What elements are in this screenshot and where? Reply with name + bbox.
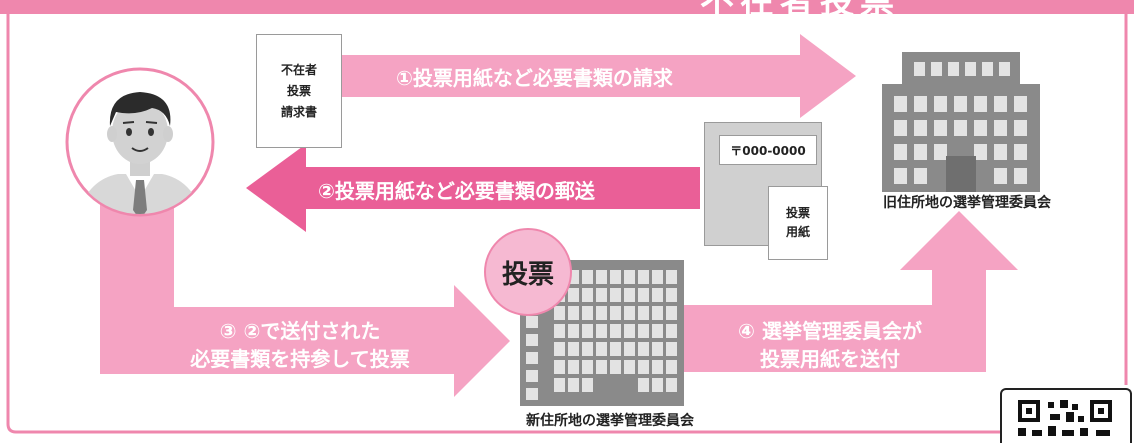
step4-line: ④ 選挙管理委員会が: [738, 319, 922, 343]
ballot-paper: 投票 用紙: [768, 186, 828, 260]
step4-arrow: [684, 211, 1018, 372]
ballot-line: 用紙: [785, 225, 810, 239]
step2-label: ②投票用紙など必要書類の郵送: [318, 179, 595, 203]
qr-code-icon[interactable]: [1000, 388, 1132, 443]
absentee-request-form: 不在者 投票 請求書: [256, 34, 342, 148]
ballot-line: 投票: [785, 206, 810, 220]
form-line: 不在者: [280, 62, 317, 77]
step2-arrow: [246, 144, 700, 232]
step1-arrow: [340, 34, 856, 118]
vote-badge: 投票: [484, 228, 572, 316]
old-office-label: 旧住所地の選挙管理委員会: [883, 195, 1051, 211]
office-building-icon: [882, 52, 1040, 192]
postal-code: 〒000-0000: [730, 143, 806, 158]
new-office-label: 新住所地の選挙管理委員会: [526, 413, 694, 429]
step3-arrow: [100, 196, 510, 397]
form-line: 投票: [286, 83, 311, 98]
step3-line: ③ ②で送付された: [219, 319, 381, 343]
form-line: 請求書: [280, 104, 317, 119]
step4-label: ④ 選挙管理委員会が 投票用紙を送付: [700, 317, 960, 373]
step4-line: 投票用紙を送付: [760, 347, 900, 371]
step3-label: ③ ②で送付された 必要書類を持参して投票: [150, 317, 450, 373]
address-label: 〒000-0000: [719, 135, 817, 165]
step3-line: 必要書類を持参して投票: [190, 347, 410, 371]
step1-label: ①投票用紙など必要書類の請求: [396, 66, 673, 90]
voter-avatar-icon: [65, 67, 215, 217]
